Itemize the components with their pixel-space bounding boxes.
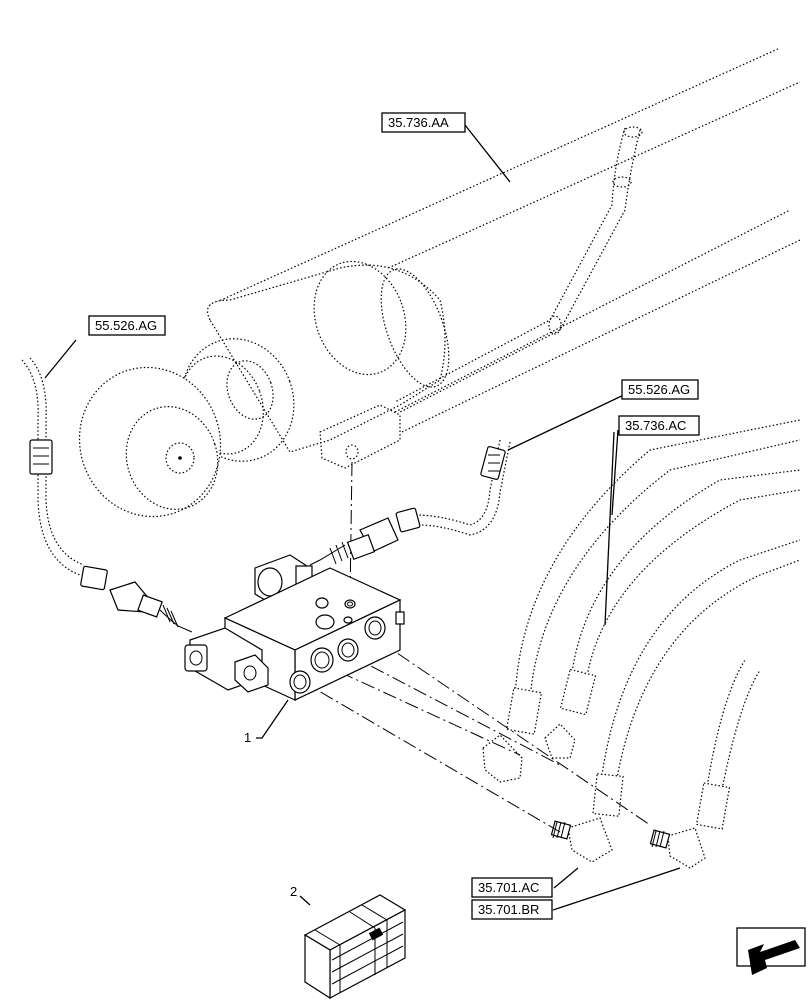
connector-right-lower bbox=[395, 507, 421, 533]
wiring-harness bbox=[21, 357, 511, 633]
callout-label: 35.736.AC bbox=[625, 418, 686, 433]
connector-left-upper bbox=[29, 439, 53, 475]
callout-35-701-ac[interactable]: 35.701.AC bbox=[471, 877, 553, 898]
adapter-35-701-ac bbox=[550, 820, 572, 840]
adapter-35-701-br bbox=[649, 829, 671, 849]
callout-label: 35.701.BR bbox=[478, 902, 539, 917]
callout-label: 35.701.AC bbox=[478, 880, 539, 895]
callout-35-736-aa[interactable]: 35.736.AA bbox=[381, 112, 466, 133]
connector-left-lower bbox=[80, 565, 108, 591]
callout-label: 35.736.AA bbox=[388, 115, 449, 130]
valve-block bbox=[184, 554, 405, 701]
callout-55-526-ag-right[interactable]: 55.526.AG bbox=[621, 379, 699, 400]
leader-lines bbox=[44, 124, 681, 911]
crate-icon bbox=[303, 894, 407, 1000]
arrow-down-left-icon[interactable] bbox=[736, 927, 806, 975]
callout-label: 55.526.AG bbox=[95, 318, 157, 333]
hose-group bbox=[482, 419, 801, 869]
item-number-1: 1 bbox=[244, 730, 251, 745]
boom-cylinder bbox=[78, 47, 801, 518]
callout-35-701-br[interactable]: 35.701.BR bbox=[471, 899, 553, 920]
callout-55-526-ag-left[interactable]: 55.526.AG bbox=[88, 315, 166, 336]
callout-label: 55.526.AG bbox=[628, 382, 690, 397]
callout-35-736-ac[interactable]: 35.736.AC bbox=[618, 415, 700, 436]
item-number-2: 2 bbox=[290, 884, 297, 899]
